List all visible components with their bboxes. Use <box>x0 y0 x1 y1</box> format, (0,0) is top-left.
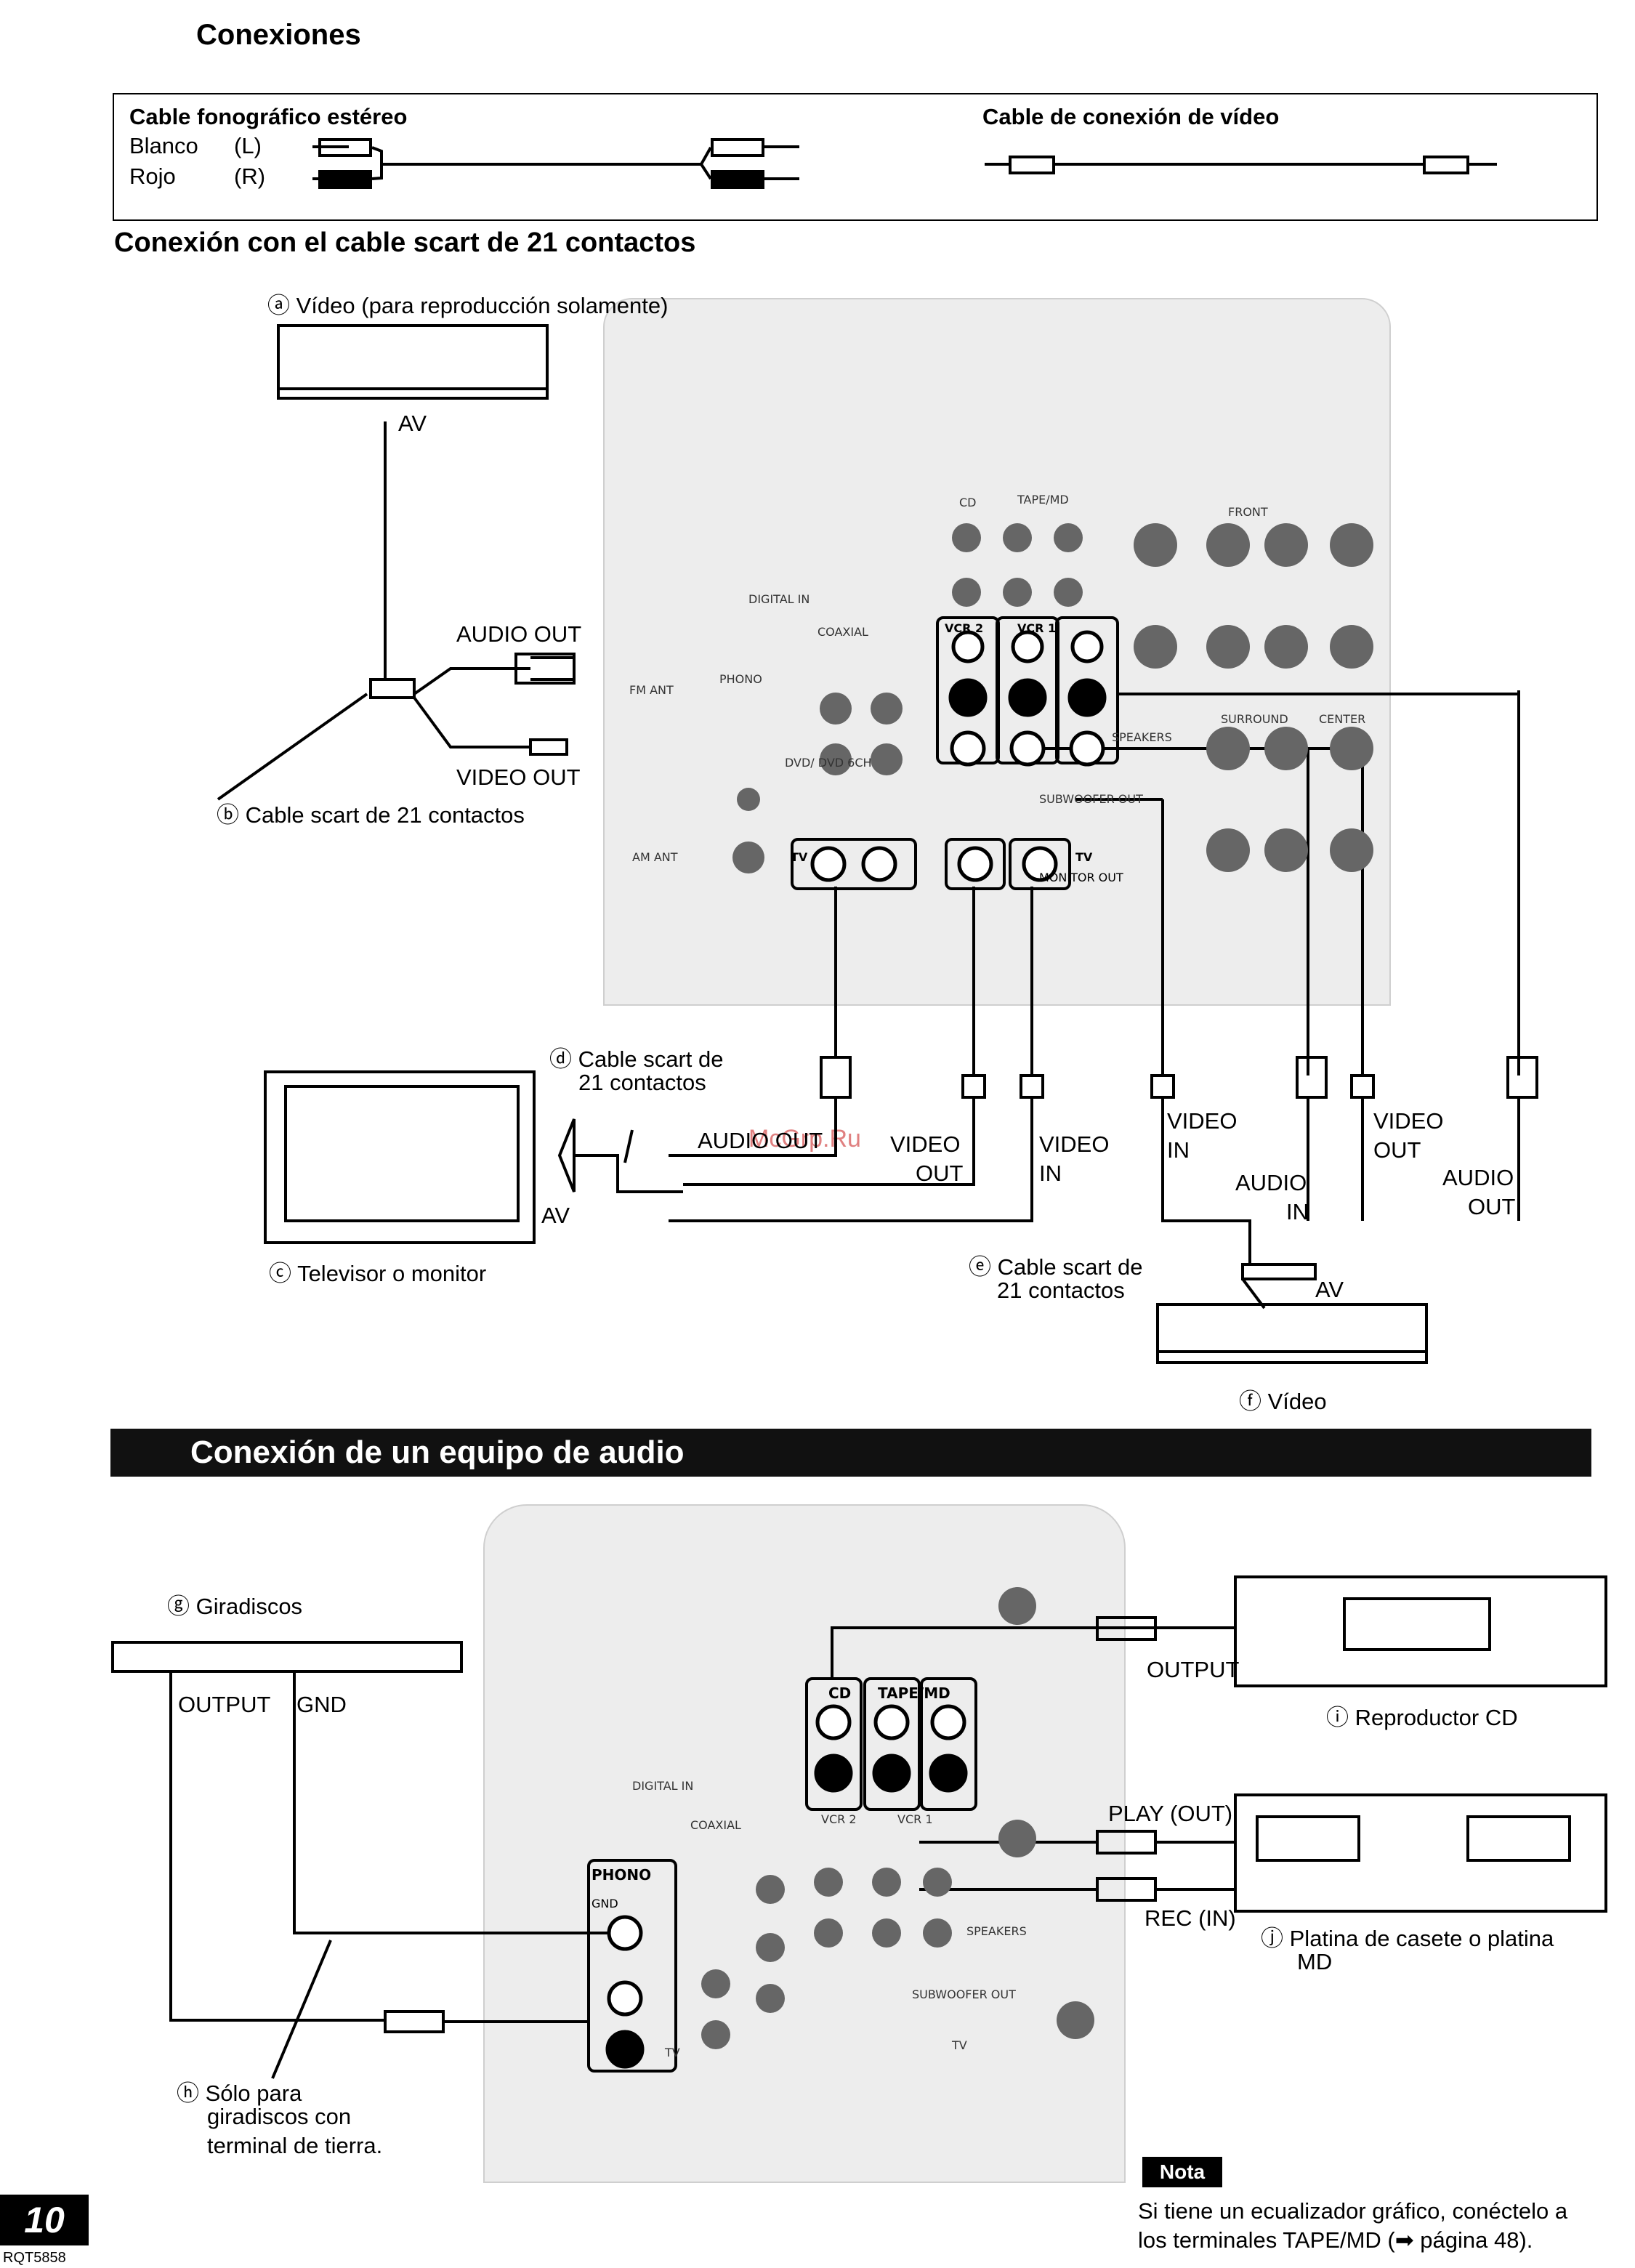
av-top-label: AV <box>398 411 427 436</box>
label-i: ⓘ Reproductor CD <box>1326 1705 1518 1730</box>
bpanel-phono: PHONO <box>592 1866 652 1884</box>
cable-types-box <box>113 93 1598 221</box>
label-j-1: ⓙ Platina de casete o platina <box>1261 1926 1554 1951</box>
vcr-audio-in-label-1: AUDIO <box>1235 1170 1307 1195</box>
turntable-gnd-label: GND <box>296 1692 347 1717</box>
rec-in-label: REC (IN) <box>1144 1905 1236 1931</box>
red-plug-left <box>318 170 372 189</box>
bpanel-subwoofer: SUBWOOFER OUT <box>912 1987 1016 2001</box>
stereo-cable-title: Cable fonográfico estéreo <box>129 104 408 129</box>
audio-out-plugs <box>514 653 576 685</box>
vcr-video-out-label-2: OUT <box>1373 1137 1421 1163</box>
bpanel-tv-left: TV <box>665 2046 680 2059</box>
page-title: Conexiones <box>196 19 361 51</box>
panel-cd: CD <box>959 496 977 509</box>
panel-tv-left: TV <box>791 850 808 864</box>
white-plug-left <box>318 138 372 157</box>
video-out-plug <box>529 738 568 756</box>
tv-video-in-label-1: VIDEO <box>1039 1131 1110 1157</box>
tv-audio-out-label: AUDIO OUT <box>698 1128 823 1153</box>
vcr-video-in-label-1: VIDEO <box>1167 1108 1238 1134</box>
bpanel-digital-in: DIGITAL IN <box>632 1779 694 1793</box>
panel-phono: PHONO <box>719 672 762 686</box>
av-vcr-label: AV <box>1315 1277 1344 1302</box>
red-label: Rojo <box>129 164 176 189</box>
video-out-label: VIDEO OUT <box>456 764 581 790</box>
vcr-audio-in-label-2: IN <box>1286 1199 1309 1224</box>
label-h-1: ⓗ Sólo para <box>177 2081 302 2106</box>
label-j-2: MD <box>1297 1949 1333 1974</box>
bpanel-vcr2: VCR 2 <box>821 1812 857 1826</box>
red-channel: (R) <box>234 164 266 189</box>
white-label: Blanco <box>129 133 198 158</box>
panel-center: CENTER <box>1319 712 1366 726</box>
video-plug-right <box>1423 156 1469 174</box>
video-plug-left <box>1009 156 1055 174</box>
panel-subwoofer: SUBWOOFER OUT <box>1039 792 1143 806</box>
video-cable-title: Cable de conexión de vídeo <box>982 104 1280 129</box>
red-plug-right <box>711 170 764 189</box>
turntable-output-label: OUTPUT <box>178 1692 271 1717</box>
turntable-body <box>111 1641 463 1673</box>
page-number: 10 <box>0 2195 89 2245</box>
av-tv-label: AV <box>541 1203 570 1228</box>
tape-deck-body <box>1234 1793 1607 1913</box>
cd-output-label: OUTPUT <box>1147 1657 1240 1682</box>
doc-code: RQT5858 <box>3 2250 66 2266</box>
label-e-1: ⓔ Cable scart de <box>969 1254 1143 1280</box>
audio-section-title: Conexión de un equipo de audio <box>190 1434 685 1470</box>
label-e-2: 21 contactos <box>997 1278 1125 1303</box>
white-plug-right <box>711 138 764 157</box>
note-text-1: Si tiene un ecualizador gráfico, conécte… <box>1138 2198 1568 2224</box>
panel-tape-md: TAPE/MD <box>1017 493 1069 507</box>
panel-fm-ant: FM ANT <box>629 683 674 697</box>
panel-surround: SURROUND <box>1221 712 1288 726</box>
play-out-label: PLAY (OUT) <box>1108 1801 1233 1826</box>
label-g: ⓖ Giradiscos <box>167 1594 303 1619</box>
panel-dvd: DVD/ DVD 6CH <box>785 756 872 770</box>
tv-video-out-label-2: OUT <box>916 1161 964 1186</box>
cd-player-body <box>1234 1575 1607 1687</box>
panel-monitor-out: MONITOR OUT <box>1039 871 1123 884</box>
scart-section-title: Conexión con el cable scart de 21 contac… <box>114 227 696 258</box>
panel-front: FRONT <box>1228 505 1268 519</box>
bpanel-tape-md: TAPE/MD <box>878 1684 950 1702</box>
label-c: ⓒ Televisor o monitor <box>269 1261 487 1286</box>
vcr-video-in-label-2: IN <box>1167 1137 1190 1163</box>
panel-vcr1: VCR 1 <box>1017 621 1057 635</box>
label-h-2: giradiscos con <box>207 2104 352 2129</box>
tv-video-out-label-1: VIDEO <box>890 1131 961 1157</box>
label-b: ⓑ Cable scart de 21 contactos <box>217 802 525 828</box>
note-text-2: los terminales TAPE/MD (➡ página 48). <box>1138 2227 1533 2253</box>
bpanel-speakers: SPEAKERS <box>966 1924 1027 1938</box>
label-a: ⓐ Vídeo (para reproducción solamente) <box>267 293 669 318</box>
label-f: ⓕ Vídeo <box>1239 1389 1327 1414</box>
bpanel-tv-right: TV <box>952 2038 967 2052</box>
bpanel-vcr1: VCR 1 <box>897 1812 933 1826</box>
label-h-3: terminal de tierra. <box>207 2133 383 2158</box>
panel-am-ant: AM ANT <box>632 850 678 864</box>
label-d-2: 21 contactos <box>578 1070 706 1095</box>
panel-digital-in: DIGITAL IN <box>748 592 810 606</box>
vcr-audio-out-label-1: AUDIO <box>1442 1165 1514 1190</box>
panel-tv-right: TV <box>1075 850 1093 864</box>
bpanel-cd: CD <box>828 1684 852 1702</box>
bpanel-coaxial: COAXIAL <box>690 1818 741 1832</box>
vcr-audio-out-label-2: OUT <box>1468 1194 1516 1219</box>
watermark: McGrp.Ru <box>748 1125 861 1153</box>
vcr-video-out-label-1: VIDEO <box>1373 1108 1444 1134</box>
label-d-1: ⓓ Cable scart de <box>549 1046 724 1072</box>
panel-vcr2: VCR 2 <box>945 621 984 635</box>
panel-speakers: SPEAKERS <box>1112 730 1172 744</box>
tv-video-in-label-2: IN <box>1039 1161 1062 1186</box>
panel-coaxial: COAXIAL <box>818 625 868 639</box>
tv-body <box>264 1070 536 1244</box>
audio-section-banner: Conexión de un equipo de audio <box>110 1429 1591 1477</box>
white-channel: (L) <box>234 133 262 158</box>
audio-out-label: AUDIO OUT <box>456 621 582 647</box>
bpanel-gnd: GND <box>592 1897 618 1910</box>
note-badge: Nota <box>1142 2157 1222 2187</box>
